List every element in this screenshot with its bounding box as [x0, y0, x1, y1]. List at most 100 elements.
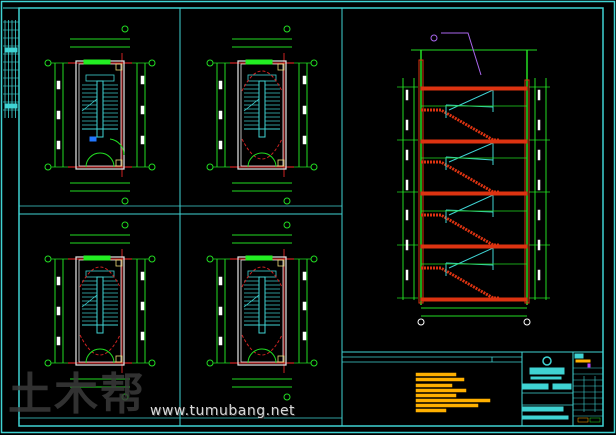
- dim-text: [302, 301, 307, 311]
- axis-bubble: [148, 359, 156, 367]
- window: [83, 59, 111, 65]
- column: [277, 159, 285, 167]
- dim-text: [218, 110, 223, 120]
- title-block: [521, 352, 603, 426]
- dim-text: [405, 209, 409, 221]
- dim-text: [302, 331, 307, 341]
- stair-flight-projection: [448, 89, 494, 112]
- inner-border: [18, 7, 604, 427]
- axis-bubble: [148, 163, 156, 171]
- handrail-arc: [241, 266, 283, 288]
- stair-flight-cut: [421, 160, 499, 194]
- floor-slab: [420, 139, 528, 144]
- dim-text: [537, 149, 541, 161]
- notes-text-line: [415, 398, 491, 403]
- tb-cell: [577, 417, 589, 423]
- dim-text: [218, 140, 223, 150]
- axis-bubble: [44, 163, 52, 171]
- column: [115, 159, 123, 167]
- floor-slab: [420, 297, 528, 302]
- column: [277, 259, 285, 267]
- notes-text-line: [415, 408, 447, 413]
- dim-text: [56, 140, 61, 150]
- axis-bubble: [310, 163, 318, 171]
- dim-text: [537, 89, 541, 101]
- stair-flight-cut: [421, 213, 499, 247]
- axis-bubble: [283, 393, 291, 401]
- dim-text: [218, 336, 223, 346]
- dim-text: [56, 306, 61, 316]
- stair-flight-projection: [448, 142, 494, 165]
- floor-slab: [420, 86, 528, 91]
- door-swing: [247, 152, 277, 168]
- title-strip-text: [4, 103, 18, 109]
- handrail-arc: [241, 70, 283, 92]
- roof-floor-plan: [206, 221, 318, 401]
- notes-text-line: [415, 372, 457, 377]
- dim-text: [405, 269, 409, 281]
- wall-cut: [418, 59, 424, 304]
- handrail-arc: [241, 138, 283, 160]
- axis-bubble: [44, 59, 52, 67]
- dim-text: [218, 306, 223, 316]
- handrail-arc: [241, 334, 283, 356]
- axis-bubble: [310, 359, 318, 367]
- axis-bubble: [121, 197, 129, 205]
- column: [277, 63, 285, 71]
- axis-bubble: [121, 221, 129, 229]
- wall-inner: [78, 63, 122, 167]
- tb-text: [522, 406, 564, 412]
- door-swing: [85, 152, 115, 168]
- stair-flight-projection: [448, 194, 494, 217]
- dim-text: [302, 135, 307, 145]
- tb-text: [574, 353, 584, 359]
- door-swing: [109, 138, 125, 156]
- stair-flight-projection: [448, 247, 494, 270]
- title-strip-text: [4, 47, 18, 53]
- window: [83, 255, 111, 261]
- dim-text: [140, 105, 145, 115]
- door-swing: [247, 348, 277, 364]
- axis-bubble: [310, 255, 318, 263]
- axis-bubble: [283, 197, 291, 205]
- handrail-arc: [79, 334, 121, 356]
- column: [115, 63, 123, 71]
- notes-text-line: [415, 383, 453, 388]
- axis-bubble: [283, 221, 291, 229]
- axis-bubble: [148, 59, 156, 67]
- dim-text: [405, 179, 409, 191]
- axis-bubble: [206, 359, 214, 367]
- tb-cell: [589, 417, 601, 423]
- dim-text: [405, 119, 409, 131]
- dim-text: [140, 75, 145, 85]
- break-line: [81, 294, 98, 308]
- wall-inner: [78, 259, 122, 363]
- column: [115, 259, 123, 267]
- dim-text: [140, 135, 145, 145]
- wall-inner: [240, 259, 284, 363]
- dim-text: [56, 110, 61, 120]
- dim-text: [537, 209, 541, 221]
- tb-mark: [587, 363, 591, 368]
- break-line: [243, 98, 260, 112]
- handrail: [445, 156, 494, 170]
- window: [245, 59, 273, 65]
- axis-bubble: [206, 255, 214, 263]
- dim-text: [405, 89, 409, 101]
- axis-bubble: [148, 255, 156, 263]
- floor-slab: [420, 191, 528, 196]
- stair-flight-cut: [421, 108, 499, 142]
- floor-slab: [420, 244, 528, 249]
- watermark-url: www.tumubang.net: [150, 403, 296, 419]
- axis-bubble: [310, 59, 318, 67]
- landing: [85, 74, 115, 82]
- company-name: [529, 367, 565, 375]
- tb-text: [575, 359, 591, 363]
- axis-bubble: [283, 25, 291, 33]
- dim-text: [218, 80, 223, 90]
- upper-floor-plan: [44, 221, 156, 401]
- company-logo: [542, 356, 552, 366]
